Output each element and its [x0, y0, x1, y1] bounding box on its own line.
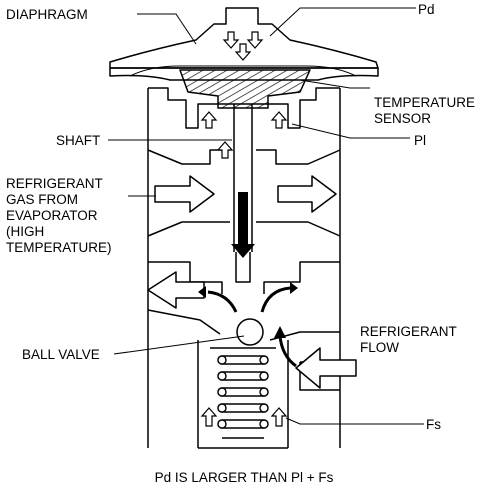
curved-arrowhead-left — [198, 286, 206, 298]
label-refrigerant-flow-2: FLOW — [360, 340, 399, 355]
label-gas-2: GAS FROM — [6, 192, 78, 207]
curved-arrow-left — [207, 290, 238, 313]
label-fs: Fs — [426, 417, 441, 432]
shaft — [233, 104, 253, 252]
inlet-arrow — [295, 347, 357, 389]
curved-arrowhead-right — [290, 282, 298, 294]
pressure-arrows — [200, 31, 288, 427]
flow-arrows — [147, 175, 357, 389]
upper-passage-bottom-right — [256, 221, 341, 237]
label-gas-1: REFRIGERANT — [6, 176, 103, 191]
pl-arrow-right — [270, 111, 288, 129]
shaft-down-arrow — [231, 192, 255, 258]
gas-arrow-right — [277, 175, 337, 213]
label-refrigerant-flow-1: REFRIGERANT — [360, 324, 457, 339]
label-gas-3: EVAPORATOR — [6, 208, 98, 223]
label-diaphragm: DIAPHRAGM — [6, 7, 88, 22]
upper-passage-top — [147, 149, 230, 165]
outlet-arrow — [147, 271, 205, 309]
fs-arrow-left — [200, 407, 218, 427]
leader-pd — [269, 7, 416, 37]
dome-arrow-right — [246, 31, 264, 49]
dome-arrow-mid — [234, 43, 252, 61]
curved-arrowhead-inlet — [274, 326, 286, 338]
label-pl: Pl — [414, 133, 426, 148]
pl-arrow-mid — [216, 141, 234, 159]
label-pd: Pd — [418, 2, 435, 17]
label-temperature-sensor-1: TEMPERATURE — [374, 95, 475, 110]
leader-lines — [108, 7, 424, 425]
diaphragm-flange — [109, 67, 379, 81]
upper-passage-top-right — [256, 149, 341, 165]
lower-chamber-right — [263, 261, 340, 294]
curved-arrow-right — [260, 286, 291, 313]
leader-pl — [291, 123, 410, 139]
leader-temperature-sensor — [299, 79, 370, 89]
caption: Pd IS LARGER THAN Pl + Fs — [155, 470, 334, 485]
curved-flow-arrows — [207, 286, 297, 368]
leader-diaphragm — [137, 13, 197, 45]
shaft-lower — [235, 252, 251, 283]
label-shaft: SHAFT — [56, 133, 100, 148]
dome-arrow-left — [222, 31, 240, 49]
spring — [217, 355, 269, 429]
ball-valve — [236, 318, 264, 346]
curved-arrow-inlet — [278, 335, 297, 368]
leader-ball-valve — [113, 335, 245, 355]
temperature-sensor — [179, 69, 311, 109]
label-ball-valve: BALL VALVE — [22, 347, 100, 362]
diaphragm-membrane — [129, 65, 357, 77]
fs-arrow-right — [270, 407, 288, 427]
body-top — [148, 87, 340, 129]
label-gas-5: TEMPERATURE) — [6, 240, 112, 255]
pl-arrow-left — [200, 111, 218, 129]
spring-base — [198, 437, 288, 449]
diaphragm-dome — [109, 7, 379, 69]
gas-arrow-left — [154, 175, 215, 213]
label-temperature-sensor-2: SENSOR — [374, 111, 431, 126]
leader-fs — [285, 417, 424, 425]
valve-seat-left — [147, 309, 221, 335]
label-gas-4: (HIGH — [6, 224, 44, 239]
upper-passage-bottom-left — [147, 221, 230, 237]
